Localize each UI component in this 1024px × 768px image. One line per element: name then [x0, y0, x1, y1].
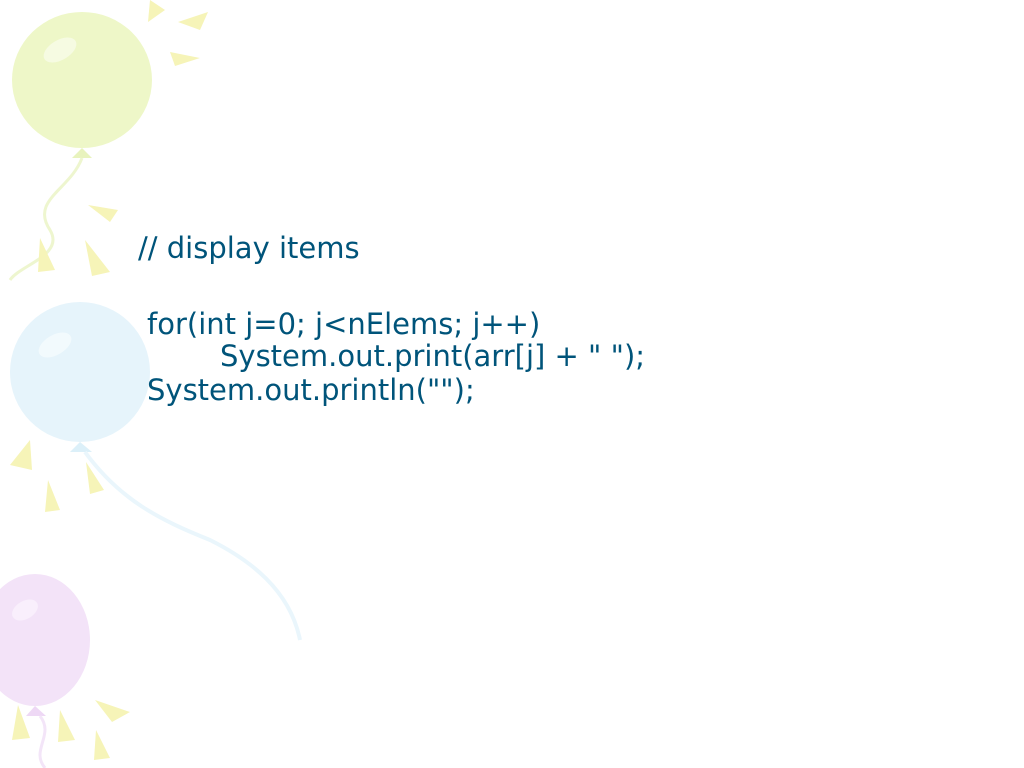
purple-balloon-icon	[0, 574, 90, 768]
code-for-loop: for(int j=0; j<nElems; j++)	[147, 307, 541, 341]
code-println-statement: System.out.println("");	[147, 373, 475, 407]
sparkle-icon	[10, 0, 208, 760]
code-print-statement: System.out.print(arr[j] + " ");	[220, 339, 646, 373]
code-comment: // display items	[138, 231, 360, 265]
blue-balloon-icon	[10, 302, 302, 641]
green-balloon-icon	[8, 12, 152, 281]
